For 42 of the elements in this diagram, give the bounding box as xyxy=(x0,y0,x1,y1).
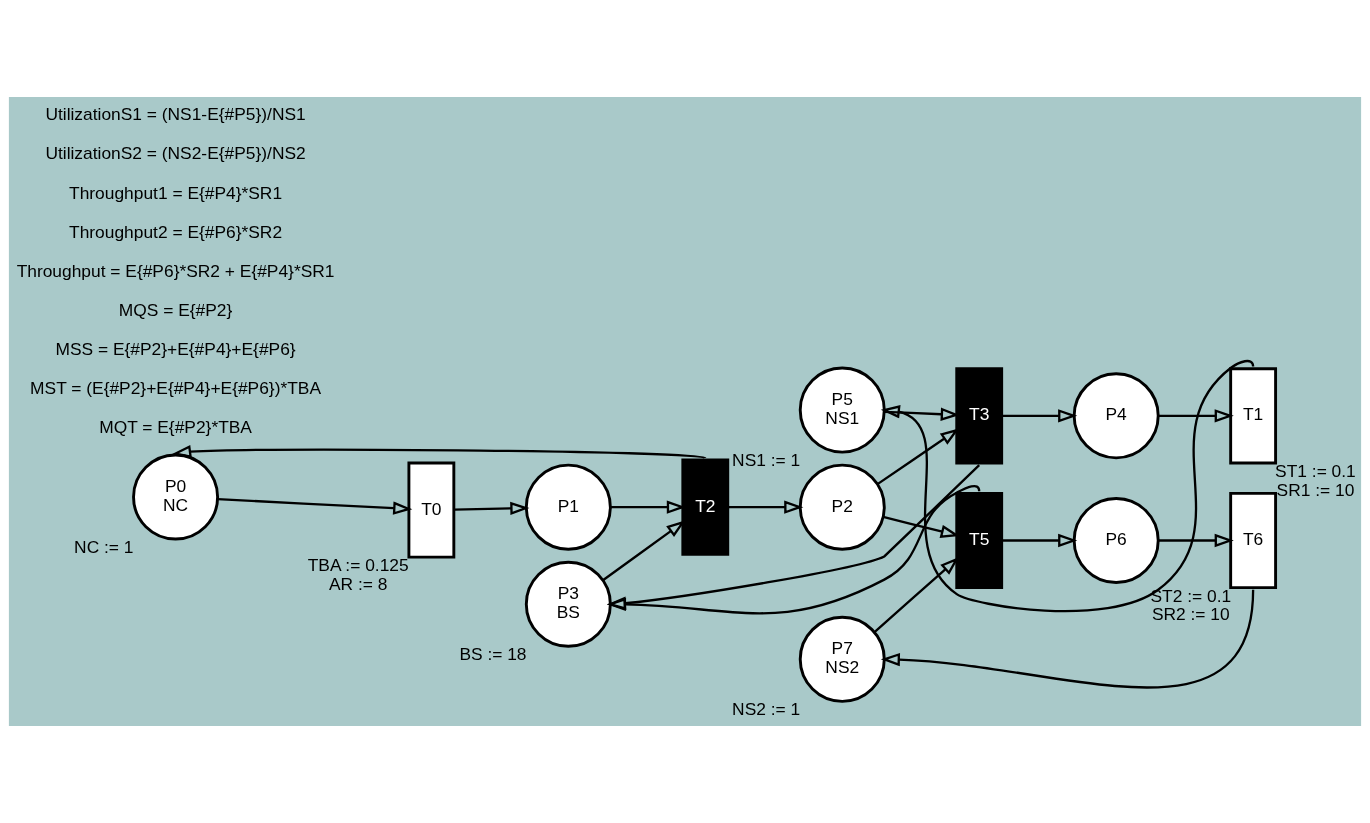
node-box: T6 xyxy=(1229,491,1278,590)
node-box: T0 xyxy=(407,461,456,559)
node-label: NS1 := 1 xyxy=(732,449,801,470)
node-box: T3 xyxy=(955,367,1004,465)
arrow xyxy=(217,497,413,515)
node-label: AR := 8 xyxy=(328,573,388,594)
node-label: NS2 := 1 xyxy=(732,699,801,720)
label: Throughput1 = E{#P4}*SR1 xyxy=(69,182,283,203)
arrow xyxy=(728,500,804,514)
node-label: SR1 := 10 xyxy=(1276,479,1355,500)
label: MQS = E{#P2} xyxy=(118,299,233,320)
arrow xyxy=(880,589,1255,689)
label: MQT = E{#P2}*TBA xyxy=(99,417,252,438)
node-circle: P1 xyxy=(524,463,612,551)
node-circle: P3 BS xyxy=(524,560,612,648)
node-circle: P0 NC xyxy=(132,453,220,541)
label: MST = (E{#P2}+E{#P4}+E{#P6})*TBA xyxy=(30,378,322,399)
label: Throughput = E{#P6}*SR2 + E{#P4}*SR1 xyxy=(16,260,335,281)
label: UtilizationS2 = (NS2-E{#P5})/NS2 xyxy=(45,143,306,164)
node-label: BS := 18 xyxy=(459,644,527,665)
arrow xyxy=(606,485,981,615)
node-box: T5 xyxy=(955,491,1004,590)
node-label: NC := 1 xyxy=(74,536,134,557)
node-circle: P7 NS2 xyxy=(798,615,886,703)
arrow xyxy=(1002,533,1078,548)
node-box: T1 xyxy=(1229,367,1278,465)
node-box: T2 xyxy=(681,458,730,556)
arrow xyxy=(606,464,981,610)
arrow xyxy=(1158,533,1234,548)
label: MSS = E{#P2}+E{#P4}+E{#P6} xyxy=(55,339,296,360)
label: Throughput2 = E{#P6}*SR2 xyxy=(69,221,283,242)
arrow xyxy=(1002,409,1078,423)
node-label: ST1 := 0.1 xyxy=(1275,460,1356,481)
node-circle: P4 xyxy=(1072,372,1160,460)
arrow xyxy=(172,444,706,459)
arrow xyxy=(454,501,530,516)
node-circle: P6 xyxy=(1072,497,1160,584)
arrow xyxy=(1158,409,1234,423)
label: UtilizationS1 = (NS1-E{#P5})/NS1 xyxy=(45,104,306,125)
node-label: TBA := 0.125 xyxy=(307,555,409,576)
node-circle: P5 NS1 xyxy=(798,366,886,454)
node-label: SR2 := 10 xyxy=(1151,604,1230,625)
